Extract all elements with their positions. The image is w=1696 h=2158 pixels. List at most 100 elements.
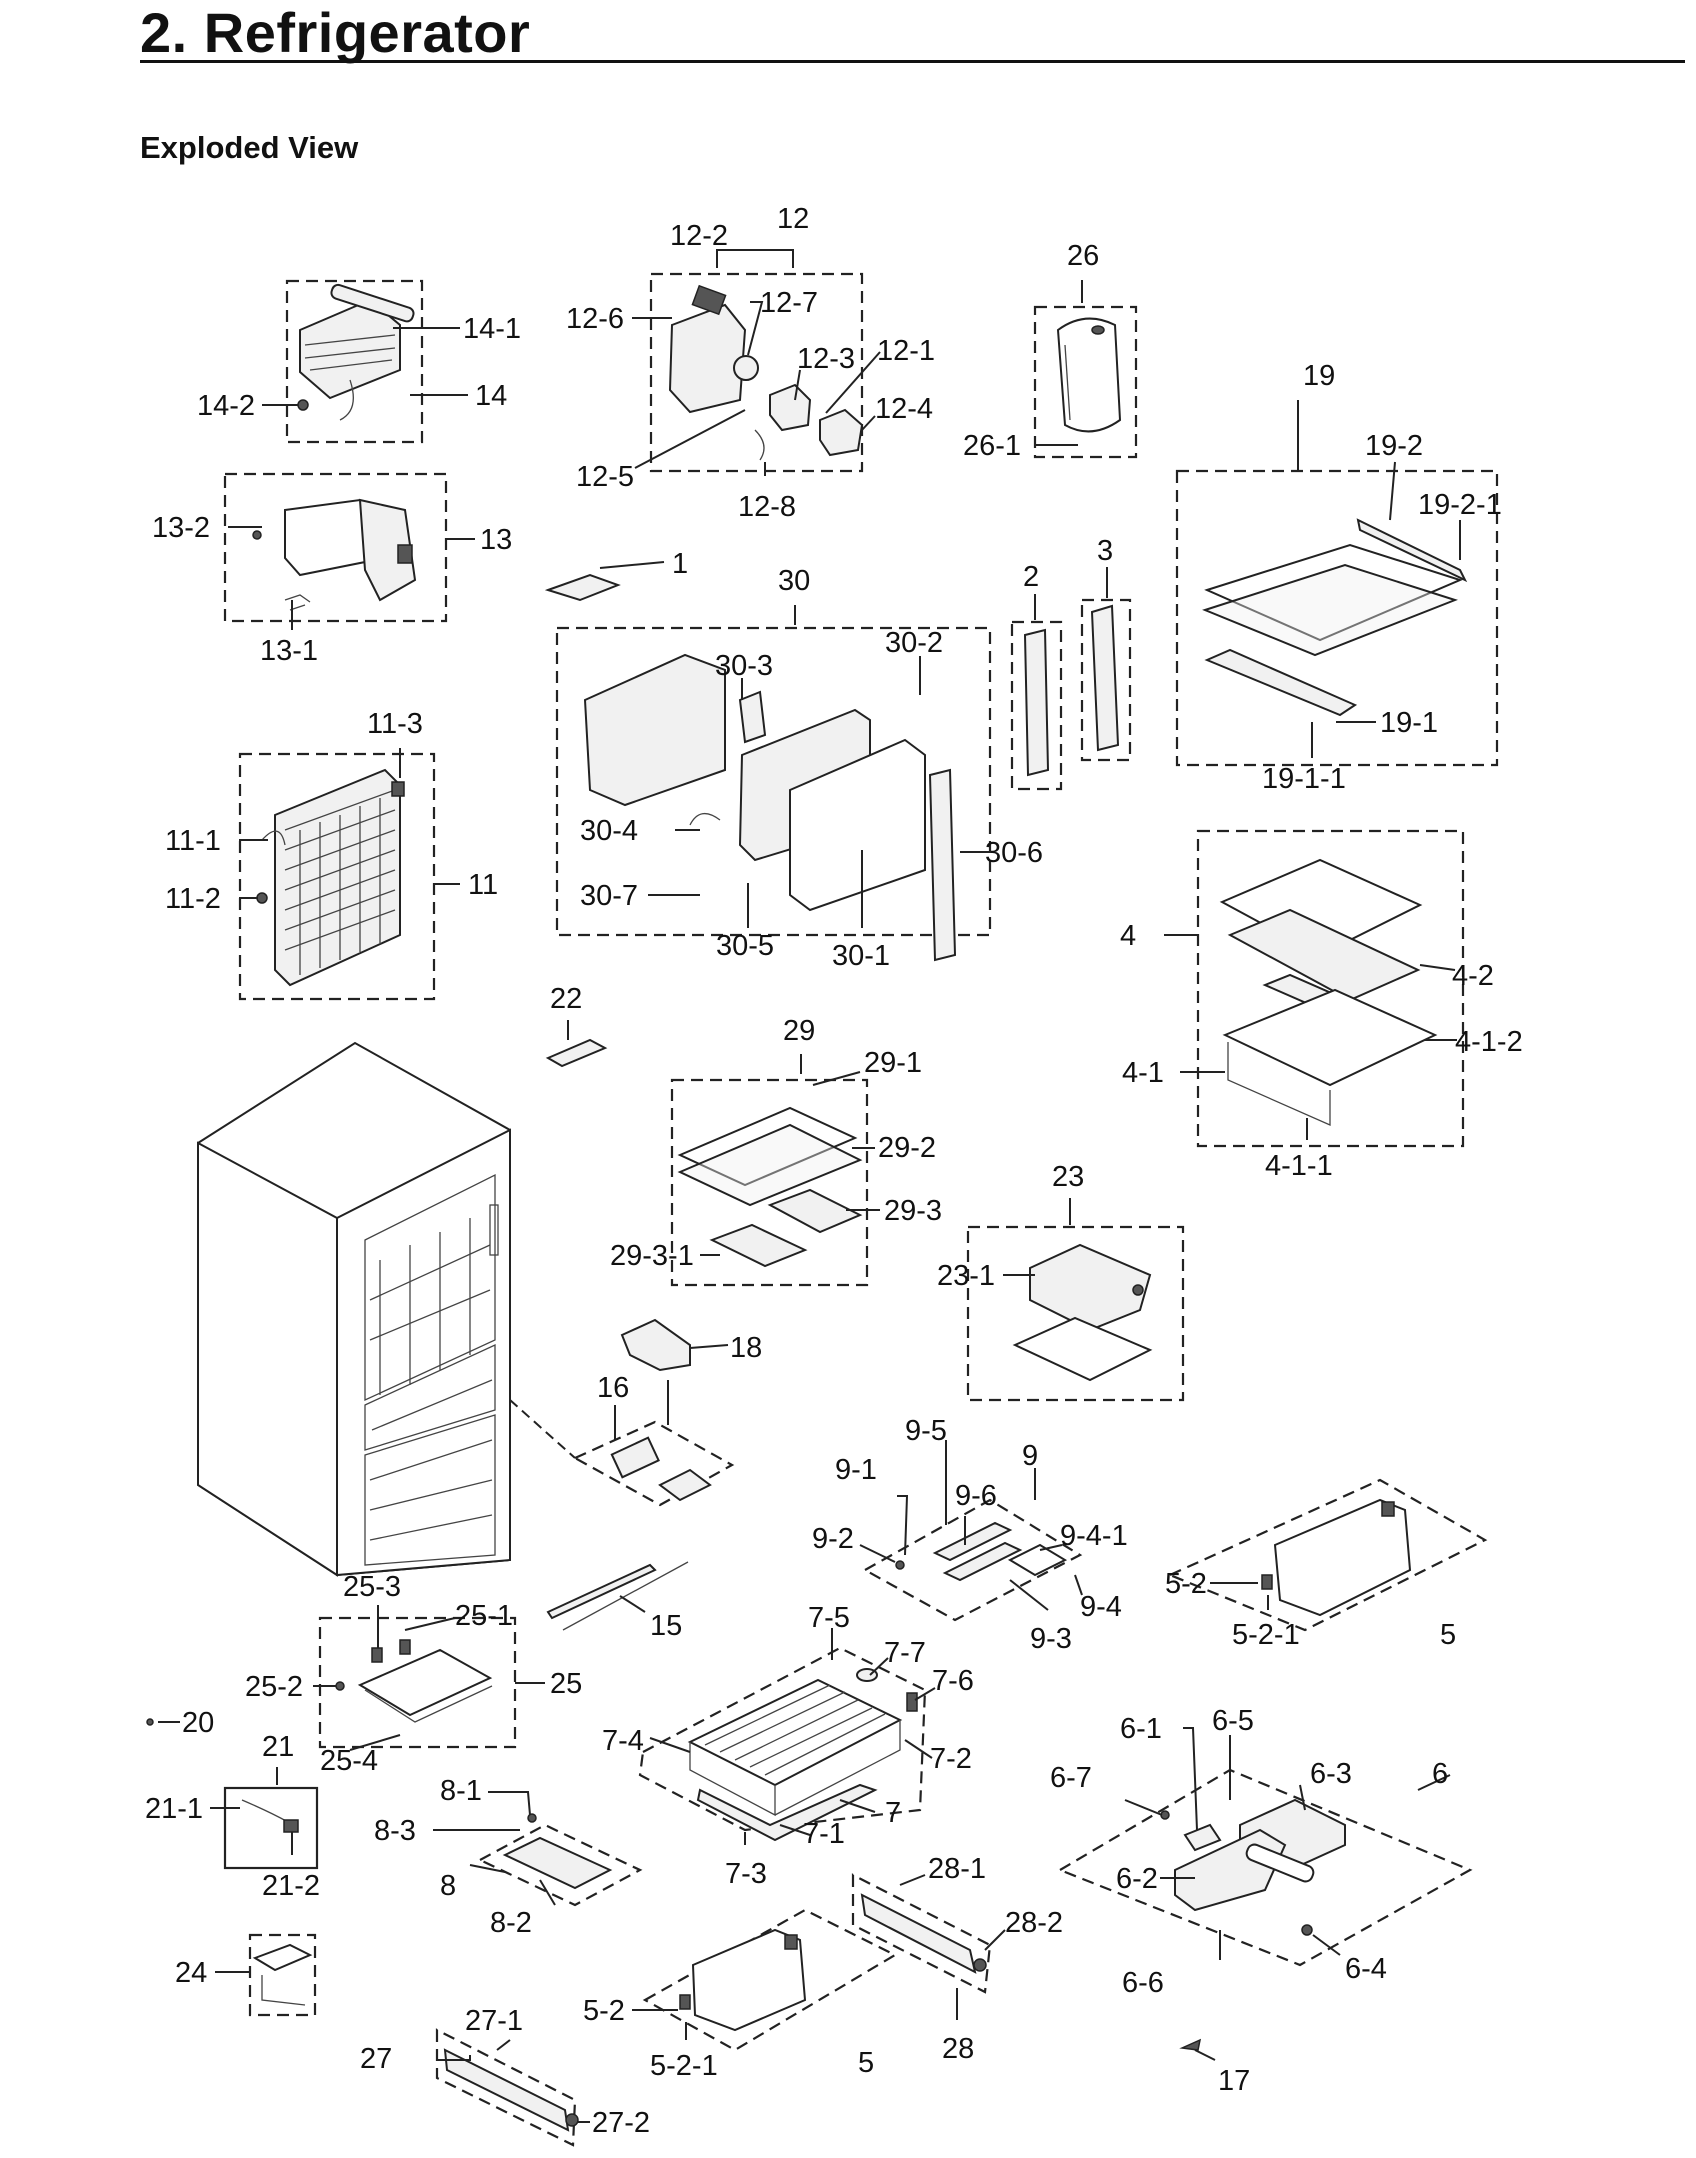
callout-12: 12: [777, 203, 809, 235]
callout-9-6: 9-6: [955, 1480, 997, 1512]
callout-5-2-1: 5-2-1: [1232, 1619, 1300, 1651]
part-20-screw: [146, 1718, 154, 1726]
callout-2: 2: [1023, 561, 1039, 593]
callout-11-1: 11-1: [165, 825, 221, 857]
callout-6-1: 6-1: [1120, 1713, 1162, 1745]
slim-shelf-assembly: [670, 1078, 869, 1287]
callout-12-7: 12-7: [760, 287, 818, 319]
callout-15: 15: [650, 1610, 682, 1642]
part-1-bracket: [544, 573, 621, 602]
callout-8-2: 8-2: [490, 1907, 532, 1939]
callout-9: 9: [1022, 1440, 1038, 1472]
callout-19-2: 19-2: [1365, 430, 1423, 462]
part-2-rail: [1010, 620, 1063, 791]
callout-30-7: 30-7: [580, 880, 638, 912]
callout-6: 6: [1432, 1758, 1448, 1790]
callout-30: 30: [778, 565, 810, 597]
part-9-assembly: [862, 1498, 1083, 1622]
callout-1: 1: [672, 548, 688, 580]
callout-26: 26: [1067, 240, 1099, 272]
callout-21: 21: [262, 1731, 294, 1763]
callout-6-3: 6-3: [1310, 1758, 1352, 1790]
callout-7-7: 7-7: [884, 1637, 926, 1669]
callout-18: 18: [730, 1332, 762, 1364]
callout-19-2-1: 19-2-1: [1418, 489, 1502, 521]
callout-9-2: 9-2: [812, 1523, 854, 1555]
part-3-rail: [1080, 598, 1132, 762]
part-28-assembly: [851, 1873, 992, 1994]
drawer-lower-assembly: [642, 1908, 898, 2052]
callout-23: 23: [1052, 1161, 1084, 1193]
shelf-assembly: [1175, 469, 1499, 767]
title-rule: [140, 60, 1685, 63]
callout-9-4-1: 9-4-1: [1060, 1520, 1128, 1552]
callout-30-6: 30-6: [985, 837, 1043, 869]
callout-30-2: 30-2: [885, 627, 943, 659]
callout-14-2: 14-2: [197, 390, 255, 422]
callout-6-4: 6-4: [1345, 1953, 1387, 1985]
part-27-assembly: [435, 2028, 579, 2147]
callout-29-3: 29-3: [884, 1195, 942, 1227]
callout-8-3: 8-3: [374, 1815, 416, 1847]
callout-12-8: 12-8: [738, 491, 796, 523]
callout-5-lower: 5: [858, 2047, 874, 2079]
part-17-screw: [1179, 2038, 1202, 2051]
callout-9-3: 9-3: [1030, 1623, 1072, 1655]
drawer-upper-assembly: [1167, 1478, 1488, 1632]
part-18-holder: [620, 1318, 691, 1372]
callout-12-1: 12-1: [877, 335, 935, 367]
callout-5-2-1-lower: 5-2-1: [650, 2050, 718, 2082]
ice-maker-assembly: [285, 279, 424, 444]
callout-24: 24: [175, 1957, 207, 1989]
callout-28-1: 28-1: [928, 1853, 986, 1885]
part-15-rods: [546, 1561, 689, 1631]
callout-30-5: 30-5: [716, 930, 774, 962]
callout-12-2: 12-2: [670, 220, 728, 252]
callout-23-1: 23-1: [937, 1260, 995, 1292]
callout-7-3: 7-3: [725, 1858, 767, 1890]
callout-25-2: 25-2: [245, 1671, 303, 1703]
callout-7-2: 7-2: [930, 1743, 972, 1775]
callout-6-6: 6-6: [1122, 1967, 1164, 1999]
callout-25-4: 25-4: [320, 1745, 378, 1777]
callout-16: 16: [597, 1372, 629, 1404]
part-21-assembly: [223, 1786, 319, 1870]
callout-13: 13: [480, 524, 512, 556]
freezer-basket-assembly: [638, 1646, 927, 1842]
callout-8-1: 8-1: [440, 1775, 482, 1807]
callout-7: 7: [885, 1797, 901, 1829]
callout-7-1: 7-1: [803, 1818, 845, 1850]
callout-12-5: 12-5: [576, 461, 634, 493]
callout-9-1: 9-1: [835, 1454, 877, 1486]
callout-6-5: 6-5: [1212, 1705, 1254, 1737]
crisper-cover-assembly: [1196, 829, 1465, 1148]
callout-22: 22: [550, 983, 582, 1015]
callout-27-2: 27-2: [592, 2107, 650, 2139]
water-filter-assembly: [1033, 305, 1138, 459]
callout-11-3: 11-3: [367, 708, 423, 740]
callout-12-6: 12-6: [566, 303, 624, 335]
callout-14: 14: [475, 380, 507, 412]
callout-19-1-1: 19-1-1: [1262, 763, 1346, 795]
callout-7-6: 7-6: [932, 1665, 974, 1697]
callout-19-1: 19-1: [1380, 707, 1438, 739]
callout-13-2: 13-2: [152, 512, 210, 544]
callout-3: 3: [1097, 535, 1113, 567]
evaporator-assembly: [238, 752, 436, 1001]
part-16-holders: [572, 1420, 735, 1507]
callout-6-2: 6-2: [1116, 1863, 1158, 1895]
part-23-assembly: [966, 1225, 1185, 1402]
part-25-assembly: [318, 1616, 517, 1749]
callout-29: 29: [783, 1015, 815, 1047]
callout-26-1: 26-1: [963, 430, 1021, 462]
callout-28: 28: [942, 2033, 974, 2065]
part-22-clip: [545, 1038, 608, 1068]
callout-7-5: 7-5: [808, 1602, 850, 1634]
callout-27: 27: [360, 2043, 392, 2075]
part-8-assembly: [477, 1813, 643, 1907]
callout-21-1: 21-1: [145, 1793, 203, 1825]
callout-14-1: 14-1: [463, 313, 521, 345]
callout-25-1: 25-1: [455, 1600, 513, 1632]
callout-30-1: 30-1: [832, 940, 890, 972]
